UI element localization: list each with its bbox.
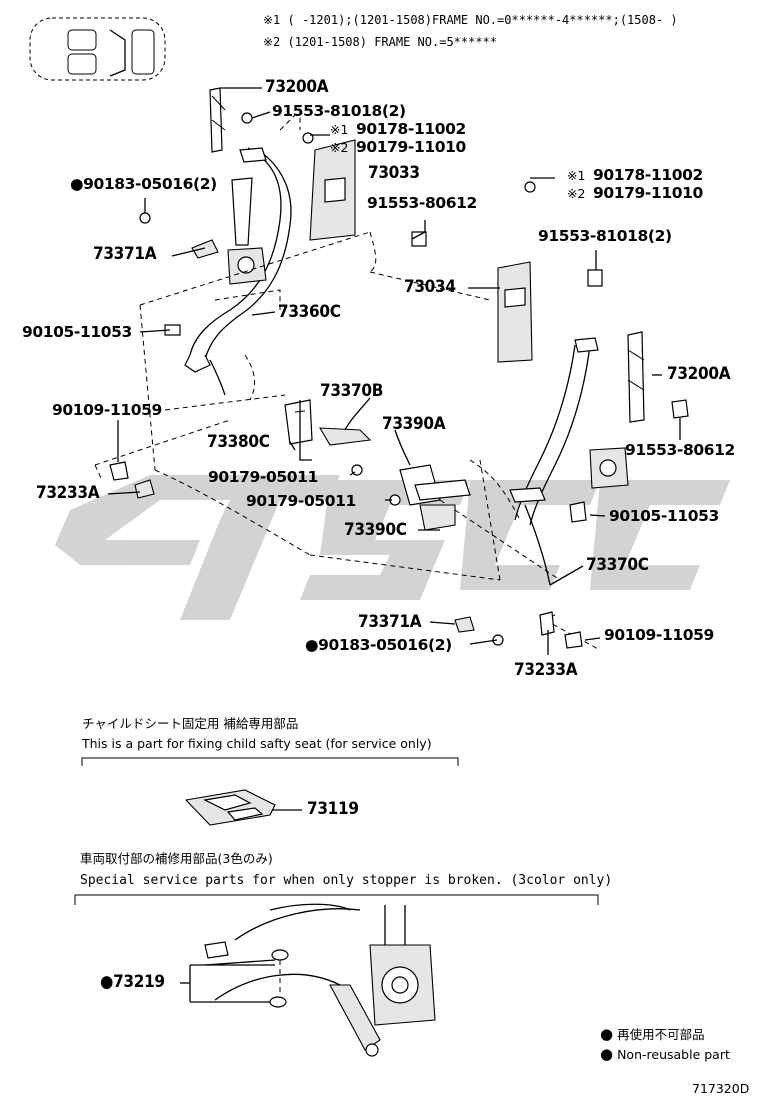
note-mark-2-right: ※2 [567, 186, 586, 201]
child-seat-section [81, 757, 459, 826]
part-label-73370B[interactable]: 73370B [320, 381, 384, 401]
child-seat-heading-en: This is a part for fixing child safty se… [82, 736, 432, 751]
part-label-90178-11002-right[interactable]: 90178-11002 [593, 166, 703, 184]
center-buckles [284, 399, 471, 531]
part-label-73371A-bottom[interactable]: 73371A [358, 612, 422, 632]
part-label-90179-11010-right[interactable]: 90179-11010 [593, 184, 703, 202]
part-label-73360C[interactable]: 73360C [278, 302, 341, 322]
part-label-91553-80612-right[interactable]: 91553-80612 [625, 441, 735, 459]
non-reusable-dot-icon: ● [70, 175, 84, 193]
seat-outline [94, 108, 601, 651]
stopper-heading-en: Special service parts for when only stop… [80, 873, 613, 888]
part-label-73371A-top[interactable]: 73371A [93, 244, 157, 264]
part-label-91553-81018-right[interactable]: 91553-81018(2) [538, 227, 672, 245]
part-label-73200A-top[interactable]: 73200A [265, 77, 329, 97]
part-label-90109-11059-right[interactable]: 90109-11059 [604, 626, 714, 644]
note-mark-1-left: ※1 [330, 122, 349, 137]
vehicle-location-icon [29, 17, 166, 81]
part-label-73219[interactable]: ●73219 [100, 972, 165, 992]
right-seatbelt-assembly [454, 181, 689, 649]
part-label-73033[interactable]: 73033 [368, 163, 420, 183]
part-label-73119[interactable]: 73119 [307, 799, 359, 819]
part-label-90105-11053-left[interactable]: 90105-11053 [22, 323, 132, 341]
frame-note-1: ※1 ( -1201);(1201-1508)FRAME NO.=0******… [263, 13, 678, 27]
part-label-91553-81018-top[interactable]: 91553-81018(2) [272, 102, 406, 120]
part-label-90105-11053-right[interactable]: 90105-11053 [609, 507, 719, 525]
part-label-73200A-right[interactable]: 73200A [667, 364, 731, 384]
part-label-73390C[interactable]: 73390C [344, 520, 407, 540]
frame-note-2: ※2 (1201-1508) FRAME NO.=5****** [263, 35, 498, 49]
part-label-73370C[interactable]: 73370C [586, 555, 649, 575]
part-label-90178-11002-left[interactable]: 90178-11002 [356, 120, 466, 138]
legend-en: ● Non-reusable part [600, 1045, 730, 1063]
part-label-73233A-right[interactable]: 73233A [514, 660, 578, 680]
leader-lines [107, 87, 681, 655]
part-label-90183-05016-bottom[interactable]: ●90183-05016(2) [305, 636, 452, 654]
part-label-73233A-left[interactable]: 73233A [36, 483, 100, 503]
child-seat-heading-jp: チャイルドシート固定用 補給専用部品 [82, 716, 299, 731]
legend-jp: ● 再使用不可部品 [600, 1025, 705, 1043]
left-seatbelt-assembly [109, 87, 427, 499]
part-label-90179-05011-b[interactable]: 90179-05011 [246, 492, 356, 510]
note-mark-2-left: ※2 [330, 140, 349, 155]
stopper-heading-jp: 車両取付部の補修用部品(3色のみ) [80, 851, 273, 866]
part-label-90109-11059-left[interactable]: 90109-11059 [52, 401, 162, 419]
part-label-73034[interactable]: 73034 [404, 277, 456, 297]
part-label-91553-80612-mid[interactable]: 91553-80612 [367, 194, 477, 212]
part-label-73390A[interactable]: 73390A [382, 414, 446, 434]
non-reusable-dot-icon: ● [600, 1025, 614, 1043]
note-mark-1-right: ※1 [567, 168, 586, 183]
part-label-73380C[interactable]: 73380C [207, 432, 270, 452]
part-label-90183-05016-top[interactable]: ●90183-05016(2) [70, 175, 217, 193]
figure-id: 717320D [692, 1081, 750, 1096]
non-reusable-dot-icon: ● [100, 972, 114, 992]
non-reusable-dot-icon: ● [600, 1045, 614, 1063]
stopper-section [74, 894, 599, 1057]
pillar-trims [309, 139, 533, 363]
part-label-90179-05011-a[interactable]: 90179-05011 [208, 468, 318, 486]
non-reusable-dot-icon: ● [305, 636, 319, 654]
part-label-90179-11010-left[interactable]: 90179-11010 [356, 138, 466, 156]
